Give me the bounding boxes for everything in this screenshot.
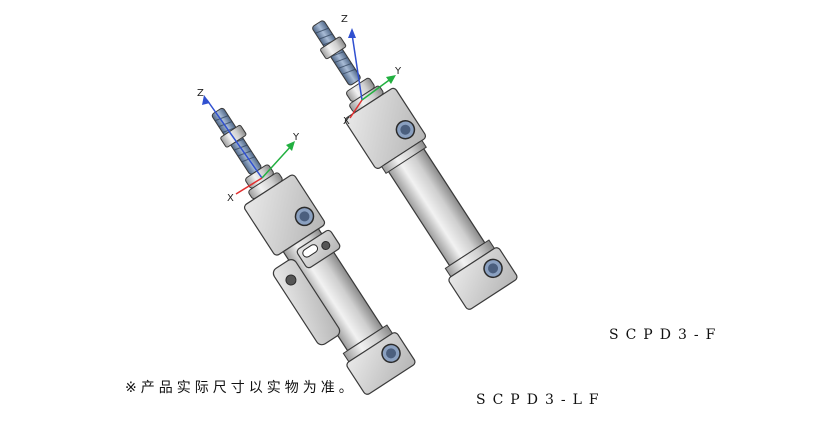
axis-x-label: X [227, 193, 234, 204]
cylinder-scpd3-lf [211, 107, 416, 395]
axis-z-label: Z [341, 14, 348, 25]
model-label-scpd3-lf: SCPD3-LF [476, 392, 606, 408]
axis-y-label: Y [394, 66, 402, 77]
cylinder-scpd3-f [312, 20, 518, 310]
model-label-scpd3-f: SCPD3-F [609, 327, 723, 343]
axis-x-label: X [343, 116, 350, 127]
axis-triad-f: Z Y X [341, 14, 402, 127]
axis-y-label: Y [292, 132, 300, 143]
axis-z-label: Z [197, 88, 204, 99]
axis-triad-lf: Z Y X [197, 88, 300, 204]
disclaimer-note: ※产品实际尺寸以实物为准。 [125, 380, 357, 396]
